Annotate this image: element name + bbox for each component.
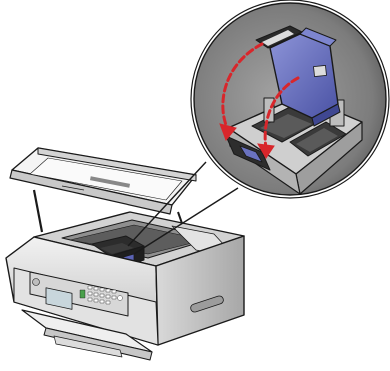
callout-magnifier <box>191 0 389 198</box>
scanner-lid <box>10 148 196 214</box>
printer <box>6 148 244 360</box>
